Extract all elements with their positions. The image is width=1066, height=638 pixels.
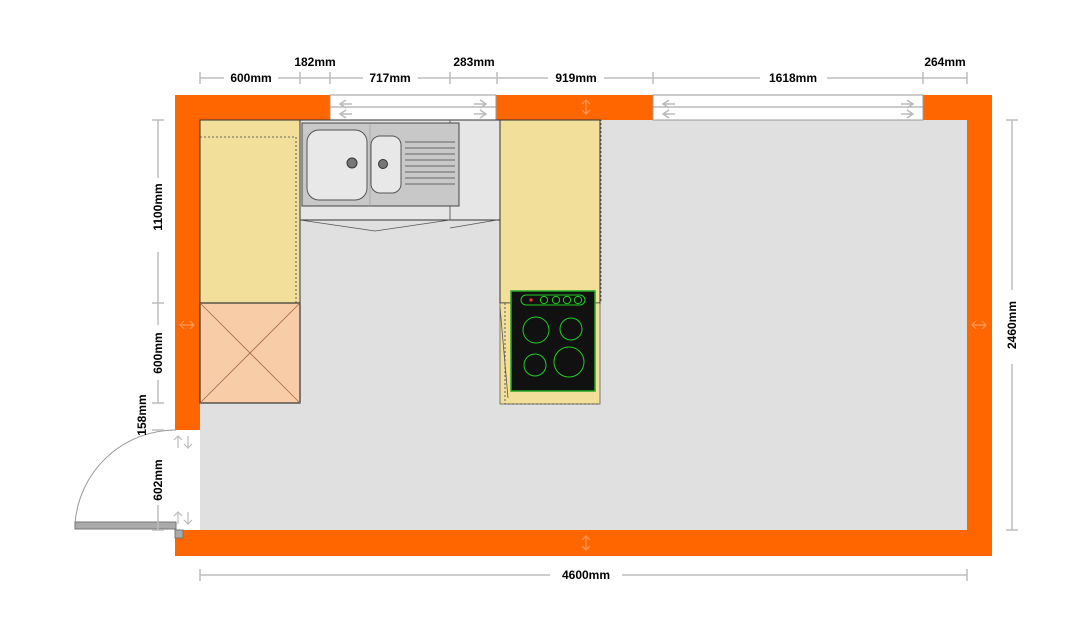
- bottom-dimension-line: 4600mm: [199, 568, 968, 582]
- dim-left-4: 602mm: [151, 459, 165, 500]
- dim-top-3: 717mm: [369, 71, 410, 85]
- dim-top-4: 283mm: [453, 55, 494, 69]
- left-dimension-line: 1100mm 600mm 158mm 602mm: [135, 119, 165, 531]
- door[interactable]: [74, 429, 200, 539]
- wall-handle-right-icon[interactable]: [971, 320, 987, 330]
- double-sink-with-drainer-icon[interactable]: [301, 122, 460, 207]
- window-top-left[interactable]: [329, 94, 497, 121]
- wall-handle-top-icon[interactable]: [581, 99, 591, 115]
- door-swing-icon: [74, 429, 177, 525]
- dim-top-5: 919mm: [555, 71, 596, 85]
- dim-left-2: 600mm: [151, 332, 165, 373]
- corner-unit[interactable]: [199, 302, 301, 404]
- right-dimension-line: 2460mm: [1005, 119, 1019, 531]
- top-dimension-line: 600mm 182mm 717mm 283mm 919mm 1618mm 264…: [199, 55, 968, 85]
- left-counter[interactable]: [199, 119, 301, 304]
- door-leaf[interactable]: [74, 521, 177, 530]
- dim-left-3: 158mm: [135, 394, 149, 435]
- window-top-right[interactable]: [652, 94, 924, 121]
- four-ring-hob-icon[interactable]: [510, 290, 596, 392]
- dim-top-1: 600mm: [230, 71, 271, 85]
- dim-right: 2460mm: [1005, 301, 1019, 349]
- wall-handle-left-icon[interactable]: [179, 320, 195, 330]
- dim-left-1: 1100mm: [151, 183, 165, 230]
- dim-top-6: 1618mm: [769, 71, 817, 85]
- dim-top-2: 182mm: [294, 55, 335, 69]
- dim-top-7: 264mm: [924, 55, 965, 69]
- wall-handle-bottom-icon[interactable]: [581, 535, 591, 551]
- dim-bottom: 4600mm: [562, 568, 610, 582]
